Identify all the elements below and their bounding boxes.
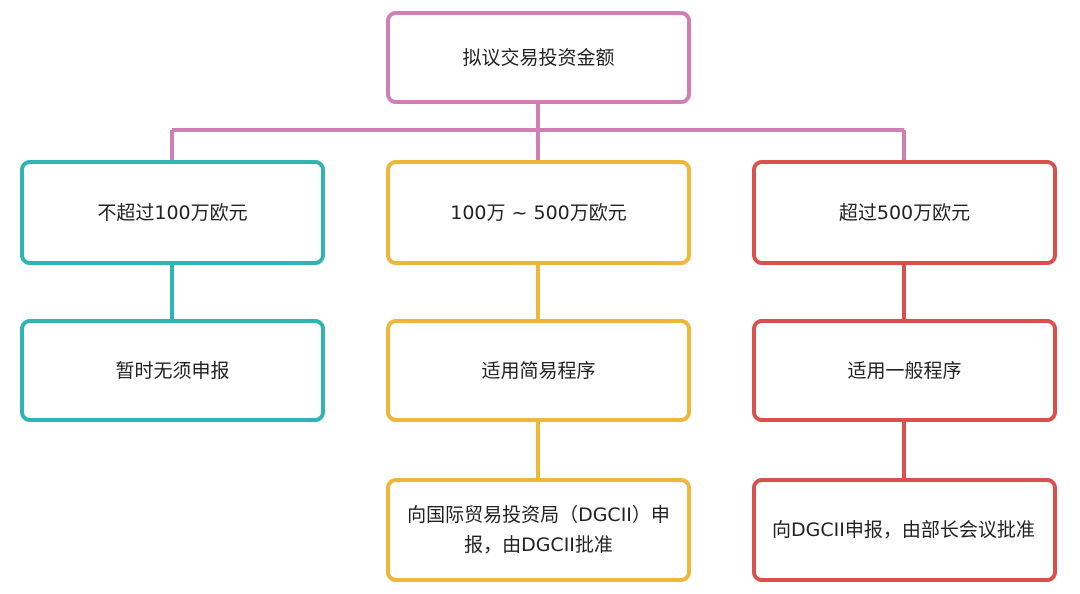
threshold-label: 不超过100万欧元 [97, 201, 248, 224]
threshold-node-under-1m: 不超过100万欧元 [20, 160, 325, 265]
approval-label: 向DGCII申报，由部长会议批准 [772, 519, 1035, 541]
threshold-node-over-5m: 超过500万欧元 [752, 160, 1057, 265]
procedure-node-general: 适用一般程序 [752, 319, 1057, 422]
procedure-label: 适用简易程序 [481, 359, 596, 382]
procedure-node-simplified: 适用简易程序 [386, 319, 691, 422]
root-label: 拟议交易投资金额 [462, 46, 615, 69]
threshold-node-1m-to-5m: 100万 ~ 500万欧元 [386, 160, 691, 265]
threshold-label: 100万 ~ 500万欧元 [450, 201, 627, 224]
procedure-node-no-filing: 暂时无须申报 [20, 319, 325, 422]
approval-node-council-of-ministers: 向DGCII申报，由部长会议批准 [752, 478, 1057, 582]
root-node-investment-amount: 拟议交易投资金额 [386, 11, 691, 104]
approval-label: 向国际贸易投资局（DGCII）申报，由DGCII批准 [407, 504, 670, 556]
threshold-label: 超过500万欧元 [838, 201, 971, 224]
approval-node-dgcii: 向国际贸易投资局（DGCII）申报，由DGCII批准 [386, 478, 691, 582]
procedure-label: 暂时无须申报 [115, 359, 230, 382]
procedure-label: 适用一般程序 [847, 359, 962, 382]
